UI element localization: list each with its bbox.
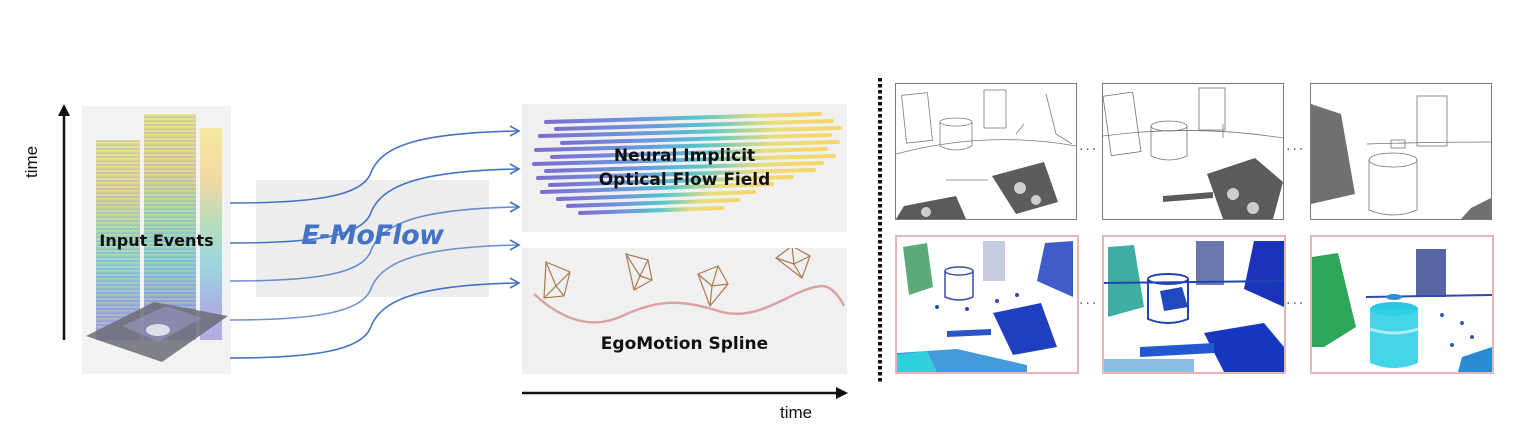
left-time-axis — [52, 104, 76, 340]
top-ellipsis-1: ... — [1079, 138, 1099, 154]
edge-scene-image — [1311, 95, 1491, 219]
top-ellipsis-2: ... — [1286, 138, 1306, 154]
spline-with-cameras — [533, 248, 846, 324]
input-events-panel — [82, 106, 231, 374]
optical-flow-field-label: Neural Implicit Optical Flow Field — [522, 144, 847, 192]
colored-flow-scene-image — [1312, 249, 1492, 372]
flow-streaks — [532, 112, 842, 215]
arrowhead-icons — [509, 125, 521, 289]
emoflow-box — [256, 180, 489, 297]
bottom-frame-3 — [1310, 235, 1494, 374]
bottom-ellipsis-2: ... — [1286, 292, 1306, 308]
top-frame-3 — [1310, 83, 1492, 220]
optical-flow-field-box — [522, 104, 847, 232]
flow-label-line2: Optical Flow Field — [598, 170, 771, 190]
input-events-label: Input Events — [99, 231, 214, 250]
egomotion-spline-box — [522, 248, 847, 374]
up-arrow-icon — [58, 104, 70, 340]
event-point-cloud — [86, 114, 228, 362]
egomotion-spline-label: EgoMotion Spline — [600, 334, 769, 354]
top-frame-2 — [1102, 83, 1284, 220]
right-arrow-icon — [836, 387, 848, 399]
camera-frustum-icons — [543, 248, 811, 308]
bottom-ellipsis-1: ... — [1079, 292, 1099, 308]
bottom-time-label: time — [780, 403, 813, 422]
edge-scene-image — [1103, 87, 1283, 219]
colored-flow-scene-image — [1104, 241, 1284, 372]
colored-flow-scene-image — [897, 241, 1073, 372]
flow-arrows — [230, 125, 521, 359]
edge-scene-image — [896, 89, 1076, 219]
top-frame-1 — [895, 83, 1077, 220]
bottom-frame-2 — [1102, 235, 1286, 374]
bottom-time-axis — [522, 387, 848, 399]
bottom-frame-1 — [895, 235, 1079, 374]
flow-label-line1: Neural Implicit — [613, 146, 756, 166]
dotted-divider — [878, 78, 882, 384]
left-time-label: time — [22, 145, 41, 178]
